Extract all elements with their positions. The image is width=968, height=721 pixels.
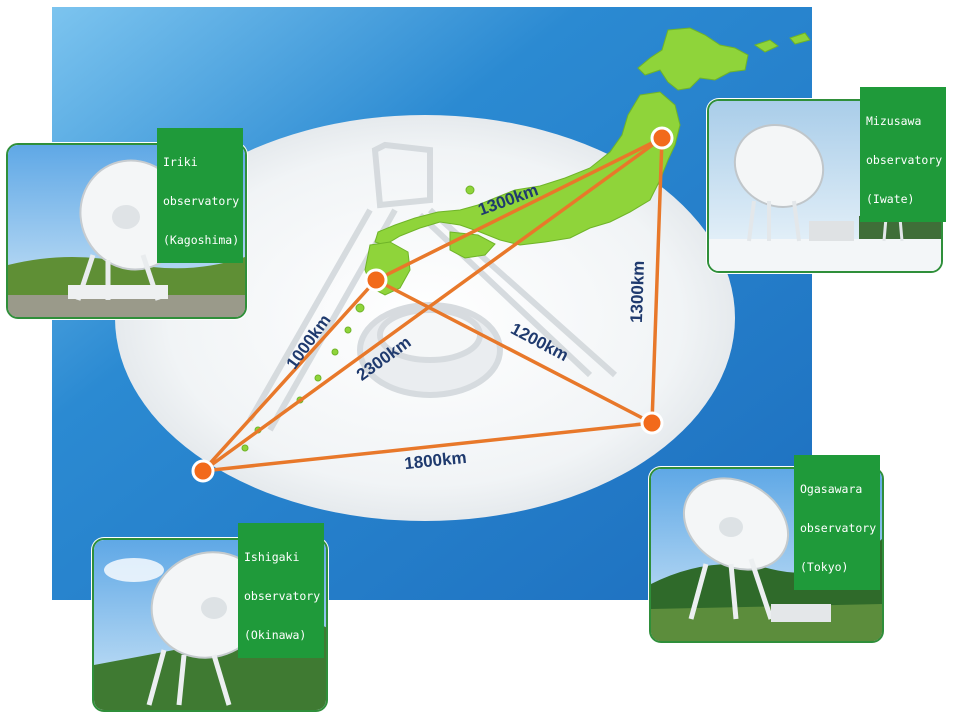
ishigaki-line2: observatory <box>244 589 321 603</box>
iriki-location: (Kagoshima) <box>163 233 240 247</box>
ishigaki-name: Ishigaki <box>244 550 300 564</box>
route-iriki-ishigaki <box>201 278 378 473</box>
iriki-name: Iriki <box>163 155 198 169</box>
iriki-line2: observatory <box>163 194 240 208</box>
ogasawara-location: (Tokyo) <box>800 560 849 574</box>
mizusawa-location: (Iwate) <box>866 192 915 206</box>
route-iriki-ogasawara <box>374 278 654 425</box>
route-lines <box>201 136 664 473</box>
mizusawa-label: Mizusawa observatory (Iwate) <box>860 87 947 222</box>
iriki-label: Iriki observatory (Kagoshima) <box>157 128 244 263</box>
ogasawara-name: Ogasawara <box>800 482 863 496</box>
mizusawa-line2: observatory <box>866 153 943 167</box>
node-ishigaki <box>191 459 215 483</box>
ishigaki-location: (Okinawa) <box>244 628 307 642</box>
route-iriki-mizusawa <box>374 136 664 282</box>
mizusawa-telescope-photo <box>707 99 943 273</box>
route-mizusawa-ogasawara <box>650 136 664 425</box>
node-ogasawara <box>640 411 664 435</box>
ogasawara-line2: observatory <box>800 521 877 535</box>
node-mizusawa <box>650 126 674 150</box>
route-ishigaki-mizusawa <box>201 136 664 473</box>
ishigaki-label: Ishigaki observatory (Okinawa) <box>238 523 325 658</box>
route-ishigaki-ogasawara <box>201 421 654 473</box>
ogasawara-label: Ogasawara observatory (Tokyo) <box>794 455 881 590</box>
hokkaido <box>637 27 749 91</box>
distance-mizusawa-ogasawara: 1300km <box>627 260 648 323</box>
mizusawa-name: Mizusawa <box>866 114 922 128</box>
node-iriki <box>364 268 388 292</box>
observatory-nodes <box>191 126 674 483</box>
